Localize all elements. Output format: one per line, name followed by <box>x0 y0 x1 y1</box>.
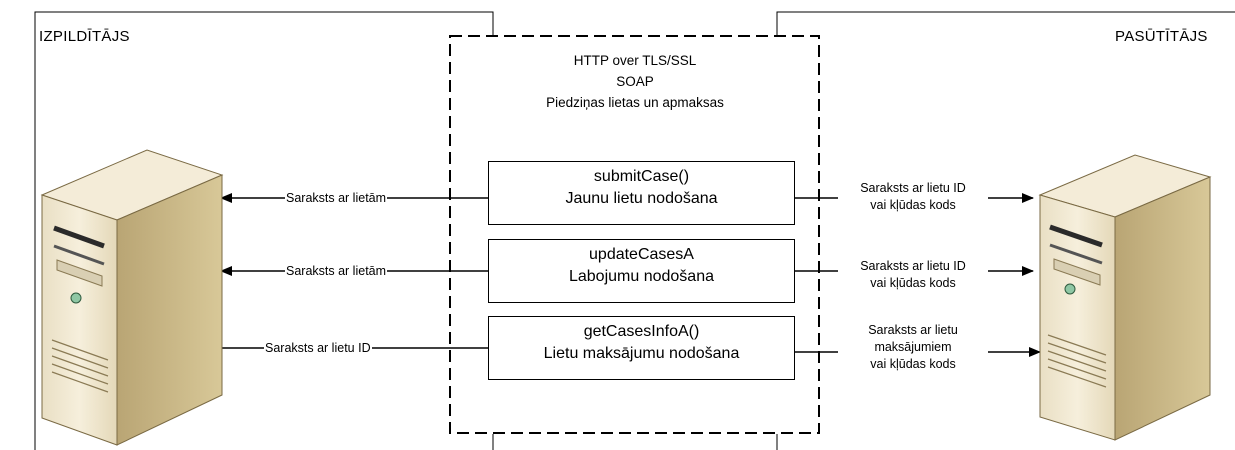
drive-bay-1 <box>1049 224 1103 248</box>
right-label-line: maksājumiem <box>874 340 952 354</box>
right-label-row3: Saraksts ar lietu maksājumiem vai kļūdas… <box>838 322 988 373</box>
method-name: updateCasesA <box>589 246 694 263</box>
left-party-label: IZPILDĪTĀJS <box>39 28 130 45</box>
server-side <box>116 174 223 446</box>
power-led-icon <box>70 292 82 304</box>
right-label-line: Saraksts ar lietu ID <box>860 259 966 273</box>
protocol-format: SOAP <box>616 74 654 89</box>
protocol-scope: Piedziņas lietas un apmaksas <box>546 95 724 110</box>
right-label-line: Saraksts ar lietu ID <box>860 181 966 195</box>
protocol-transport: HTTP over TLS/SSL <box>573 53 697 68</box>
method-description: Jaunu lietu nodošana <box>565 190 718 207</box>
drive-slot <box>56 259 103 287</box>
right-label-line: vai kļūdas kods <box>870 276 956 290</box>
power-led-icon <box>1064 283 1076 295</box>
drive-bay-2 <box>53 244 105 266</box>
right-label-line: vai kļūdas kods <box>870 357 956 371</box>
left-server-icon <box>40 149 224 446</box>
right-label-line: Saraksts ar lietu <box>868 323 958 337</box>
method-name: submitCase() <box>593 168 690 185</box>
right-party-frame <box>776 11 1235 36</box>
right-label-line: vai kļūdas kods <box>870 198 956 212</box>
right-label-row2: Saraksts ar lietu ID vai kļūdas kods <box>838 258 988 292</box>
method-description: Labojumu nodošana <box>568 268 714 285</box>
method-name: getCasesInfoA() <box>583 323 700 340</box>
method-box-get-cases-info: getCasesInfoA() Lietu maksājumu nodošana <box>488 316 795 380</box>
vent-lines <box>51 339 109 393</box>
drive-bay-1 <box>53 225 105 249</box>
drive-slot <box>1053 258 1101 286</box>
protocol-boundary <box>449 35 820 434</box>
right-party-label: PASŪTĪTĀJS <box>1115 28 1208 45</box>
server-front <box>41 194 118 446</box>
drive-bay-2 <box>1049 243 1103 265</box>
server-front <box>1039 194 1116 441</box>
right-server-icon <box>1038 154 1212 441</box>
method-box-submit-case: submitCase() Jaunu lietu nodošana <box>488 161 795 225</box>
method-description: Lietu maksājumu nodošana <box>543 345 740 362</box>
left-label-row3: Saraksts ar lietu ID <box>264 340 372 356</box>
method-box-update-cases: updateCasesA Labojumu nodošana <box>488 239 795 303</box>
right-label-row1: Saraksts ar lietu ID vai kļūdas kods <box>838 180 988 214</box>
left-label-row1: Saraksts ar lietām <box>285 190 388 206</box>
server-side <box>1114 176 1211 441</box>
left-label-row2: Saraksts ar lietām <box>285 263 388 279</box>
left-party-frame <box>34 11 494 450</box>
vent-lines <box>1047 334 1107 388</box>
